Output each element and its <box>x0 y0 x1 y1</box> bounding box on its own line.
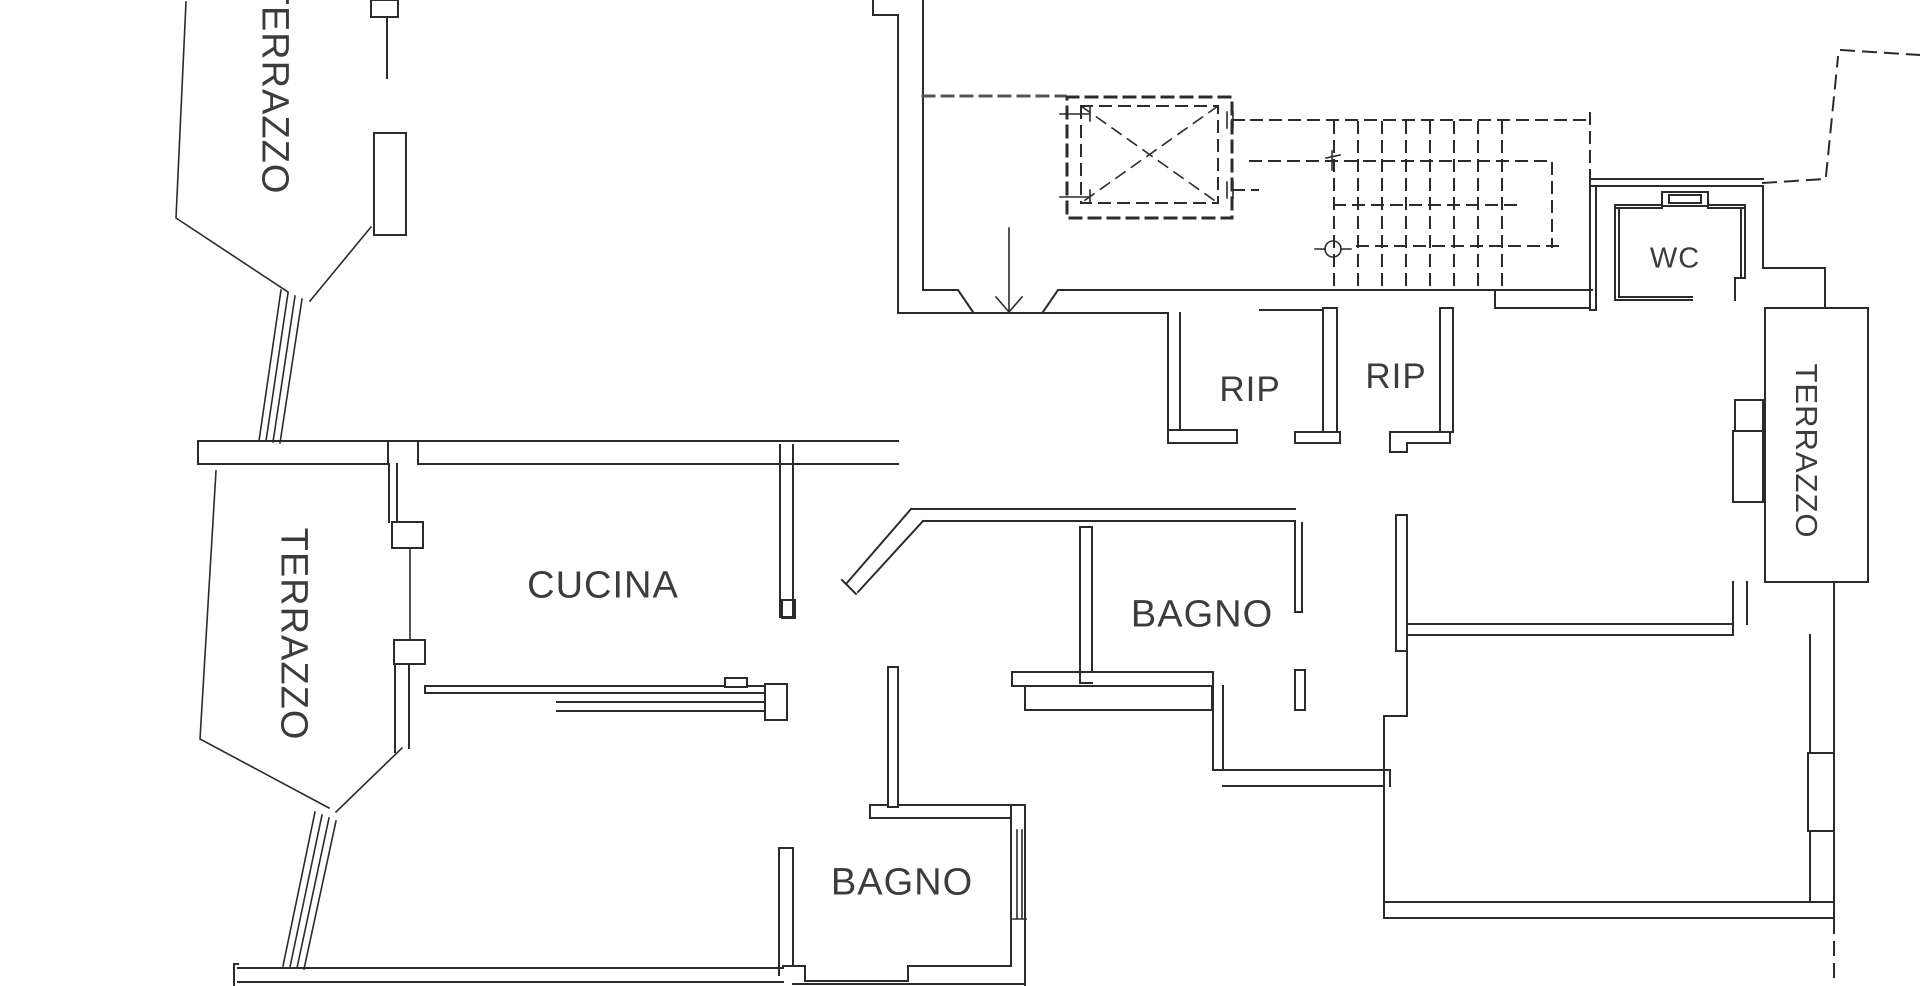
bagno-lower-walls <box>778 599 1027 986</box>
terrace-left-walls <box>199 470 404 970</box>
room-label-rip-right: RIP <box>1365 357 1427 396</box>
room-label-rip-left: RIP <box>1219 370 1281 409</box>
boundary-dashed-lines <box>1761 48 1920 986</box>
top-wall <box>197 440 899 465</box>
room-label-wc: WC <box>1649 242 1701 275</box>
bottom-wall <box>233 963 784 986</box>
room-label-cucina: CUCINA <box>527 564 679 607</box>
room-label-terrazzo-right: TERRAZZO <box>1789 363 1824 539</box>
corridor-bagno-upper-walls <box>840 507 1306 711</box>
stair-hall-lower-wall <box>1259 289 1591 311</box>
rip-rooms-walls <box>1167 307 1454 453</box>
room-label-terrazzo-left: TERRAZZO <box>272 527 315 741</box>
entry-hall-walls <box>872 0 1593 314</box>
entrance-arrow <box>994 227 1024 314</box>
staircase-symbol <box>1231 112 1591 291</box>
cucina-walls <box>388 444 794 753</box>
room-label-terrazzo-top-left: TERRAZZO <box>253 0 296 195</box>
terrace-top-left-walls <box>175 0 407 444</box>
right-wing-walls <box>1589 177 1869 636</box>
room-label-bagno-lower: BAGNO <box>830 861 974 904</box>
room-label-bagno-upper: BAGNO <box>1130 593 1274 636</box>
elevator-symbol <box>1059 95 1259 220</box>
wc-walls <box>1614 191 1746 301</box>
bedroom-right-walls <box>1212 514 1835 919</box>
